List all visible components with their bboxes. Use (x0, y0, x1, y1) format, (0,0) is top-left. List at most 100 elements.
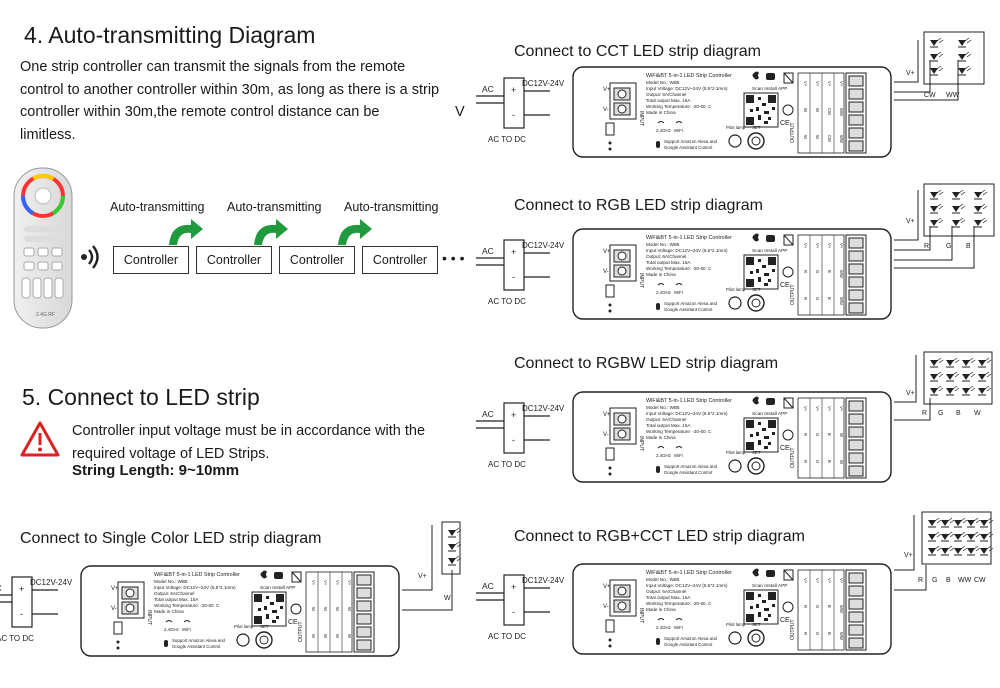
wire-label: W (444, 595, 451, 602)
terminal-label: W (839, 460, 844, 464)
ac-label: AC (482, 409, 494, 419)
minus-label: - (512, 110, 515, 120)
minus-label: - (512, 272, 515, 282)
terminal-label: B (827, 605, 832, 608)
device-input: Input Voltage: DC12V~24V (5.5*2.1mm) (646, 86, 728, 91)
led-icon (952, 192, 960, 198)
acdc-label: AC TO DC (488, 460, 526, 469)
wire-label-vplus: V+ (418, 573, 427, 580)
terminal-label: V+ (803, 406, 808, 412)
terminal-label: R (803, 433, 808, 436)
acdc-label: AC TO DC (488, 632, 526, 641)
rf-label: 2.4GHz (656, 453, 671, 458)
led-icon (958, 40, 966, 46)
alexa-label: Google Assistant Control (172, 644, 220, 649)
device-total: Total output Max. 15A (646, 260, 691, 265)
wire-label: R (918, 577, 923, 584)
device-total: Total output Max. 15A (154, 597, 199, 602)
terminal-label: WW (839, 297, 844, 305)
device-model: Model No.: WB5 (646, 80, 680, 85)
led-ray (973, 517, 981, 524)
led-ray (947, 517, 955, 524)
rgb-title: Connect to RGB LED strip diagram (514, 197, 763, 214)
stray-char: V (455, 104, 465, 120)
ellipsis: • • • (442, 250, 465, 266)
terminal-label: CW (827, 135, 832, 142)
vplus-label: V+ (603, 412, 611, 418)
led-icon (941, 548, 949, 554)
led-ray (984, 357, 992, 364)
led-icon (962, 388, 970, 394)
device-made: Made in China (646, 435, 676, 440)
warning-text: Controller input voltage must be in acco… (72, 420, 472, 465)
terminal-label: V+ (839, 406, 844, 412)
device-temp: Working Temperature: -20-60. C (646, 429, 712, 434)
auto-label-1: Auto-transmitting (110, 200, 205, 214)
terminal-label: WW (839, 605, 844, 613)
terminal-label: W (311, 607, 316, 611)
green-arrow-icon (338, 219, 372, 245)
wire-label: CW (974, 577, 986, 584)
device-total: Total output Max. 15A (646, 423, 691, 428)
alexa-label: Support Amazon Alexa and (664, 636, 718, 641)
wire-label: G (932, 577, 937, 584)
led-icon (941, 520, 949, 526)
led-ray (952, 371, 960, 378)
input-label: INPUT (638, 436, 644, 451)
vminus-label: V- (603, 604, 609, 610)
output-label: OUTPUT (790, 619, 796, 640)
warning-icon (20, 421, 60, 457)
device-temp: Working Temperature: -20-60. C (646, 266, 712, 271)
led-ray (984, 385, 992, 392)
pilot-label: Pilot lamp (726, 622, 746, 627)
device-name: WiFi&BT 5-in-1 LED Strip Controller (646, 73, 732, 79)
ce-mark: CE (780, 617, 790, 624)
terminal-label: R (803, 270, 808, 273)
device-output: Output: 6A/Channel (154, 591, 194, 596)
led-icon (974, 192, 982, 198)
text-line: controller within 30m,the remote control… (20, 104, 380, 120)
alexa-label: Support Amazon Alexa and (664, 139, 718, 144)
device-made: Made in China (154, 609, 184, 614)
led-icon (930, 206, 938, 212)
terminal-label: V+ (347, 580, 352, 586)
pilot-label: Pilot lamp (726, 287, 746, 292)
dc-label: DC12V-24V (522, 404, 565, 413)
terminal-label: V+ (803, 243, 808, 249)
led-icon (958, 68, 966, 74)
led-ray (980, 217, 988, 224)
device-input: Input Voltage: DC12V~24V (5.5*2.1mm) (646, 583, 728, 588)
wire-label-vplus: V+ (906, 70, 915, 77)
device-input: Input Voltage: DC12V~24V (5.5*2.1mm) (646, 248, 728, 253)
cct-title: Connect to CCT LED strip diagram (514, 43, 761, 60)
vminus-label: V- (111, 606, 117, 612)
led-icon (967, 534, 975, 540)
terminal-label: V+ (839, 243, 844, 249)
auto-label-3: Auto-transmitting (344, 200, 439, 214)
wire-label: WW (946, 92, 960, 99)
alexa-label: Support Amazon Alexa and (664, 464, 718, 469)
ac-label: AC (482, 581, 494, 591)
led-icon (962, 360, 970, 366)
alexa-label: Support Amazon Alexa and (172, 638, 226, 643)
led-icon (980, 520, 988, 526)
device-output: Output: 6A/Channel (646, 254, 686, 259)
dc-label: DC12V-24V (522, 79, 565, 88)
ac-label: AC (0, 583, 2, 593)
device-input: Input Voltage: DC12V~24V (5.5*2.1mm) (646, 411, 728, 416)
output-label: OUTPUT (790, 447, 796, 468)
dc-wire (32, 589, 58, 615)
led-ray (936, 357, 944, 364)
terminal-label: V+ (815, 81, 820, 87)
wire-label: CW (924, 92, 936, 99)
terminal-label: B (827, 297, 832, 300)
device-made: Made in China (646, 607, 676, 612)
minus-label: - (20, 609, 23, 619)
acdc-label: AC TO DC (488, 135, 526, 144)
device-drawing: WiFi&BT 5-in-1 LED Strip ControllerModel… (572, 228, 892, 320)
minus-label: - (512, 607, 515, 617)
device-made: Made in China (646, 272, 676, 277)
warning-line: Controller input voltage must be in acco… (72, 423, 426, 439)
